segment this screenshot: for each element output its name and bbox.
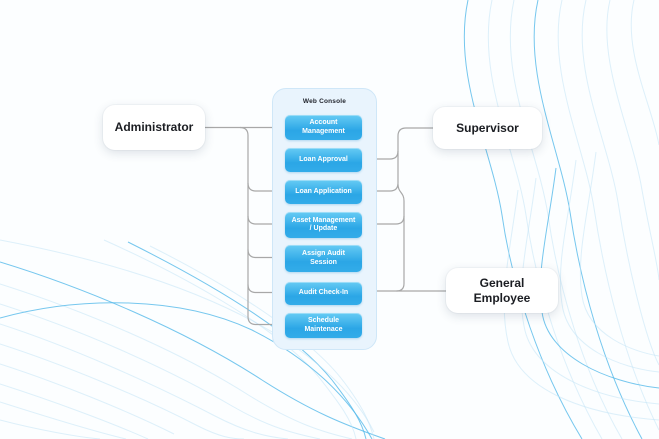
console-button-assign-audit-session[interactable]: Assign Audit Session — [285, 245, 362, 272]
web-console-panel: Web Console Account Management Loan Appr… — [272, 88, 377, 350]
web-console-title: Web Console — [302, 98, 347, 105]
console-button-audit-check-in[interactable]: Audit Check-In — [285, 282, 362, 305]
console-button-loan-approval[interactable]: Loan Approval — [285, 148, 362, 172]
decor-waves-right — [463, 0, 659, 439]
role-node-general-employee[interactable]: General Employee — [446, 268, 558, 313]
role-node-administrator[interactable]: Administrator — [103, 105, 205, 150]
console-button-loan-application[interactable]: Loan Application — [285, 180, 362, 204]
console-button-schedule-maintenace[interactable]: Schedule Maintenace — [285, 313, 362, 338]
console-button-account-management[interactable]: Account Management — [285, 115, 362, 140]
role-node-supervisor[interactable]: Supervisor — [433, 107, 542, 149]
administrator-connectors — [205, 126, 279, 326]
console-button-asset-management-update[interactable]: Asset Management / Update — [285, 212, 362, 238]
supervisor-connectors — [369, 127, 433, 292]
